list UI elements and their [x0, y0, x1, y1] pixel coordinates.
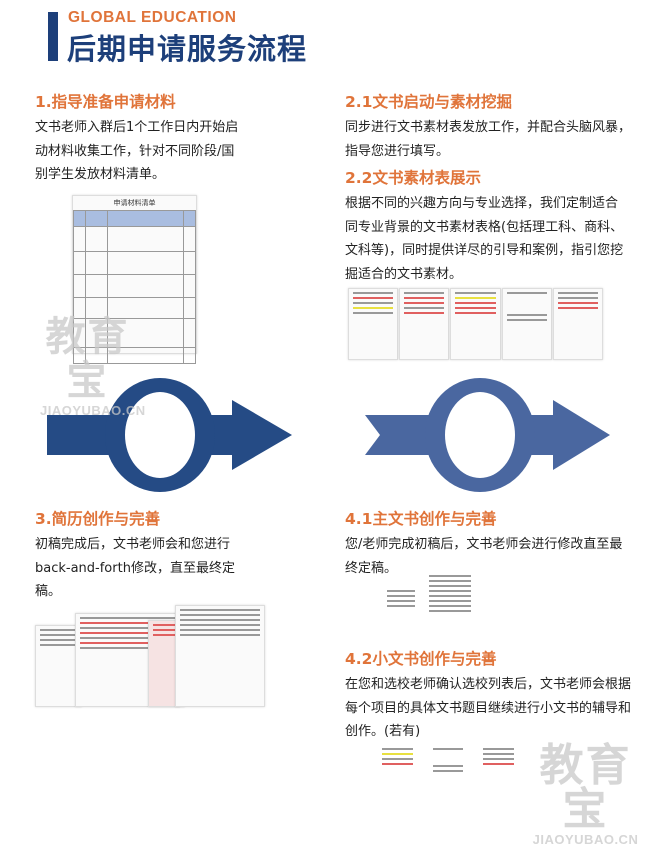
- watermark-logo: 教育宝 JIAOYUBAO.CN: [528, 744, 643, 847]
- document-thumbnail: [348, 288, 399, 360]
- document-thumbnail: [450, 288, 501, 360]
- header-accent-bar: [48, 12, 58, 61]
- document-thumbnail: [399, 288, 450, 360]
- step-2-1: 2.1文书启动与素材挖掘 同步进行文书素材表发放工作，并配合头脑风暴， 指导您进…: [345, 90, 645, 163]
- step-2-2: 2.2文书素材表展示 根据不同的兴趣方向与专业选择，我们定制适合 同专业背景的文…: [345, 166, 645, 286]
- document-thumbnail: [552, 288, 604, 360]
- step-heading: 2.1文书启动与素材挖掘: [345, 93, 512, 111]
- text-line: 文书老师入群后1个工作日内开始启: [35, 120, 239, 135]
- material-list-table: [72, 210, 197, 364]
- text-line: 根据不同的兴趣方向与专业选择，我们定制适合: [345, 196, 619, 211]
- step-heading: 4.2小文书创作与完善: [345, 650, 497, 668]
- text-line: 终定稿。: [345, 560, 398, 576]
- text-line: 动材料收集工作，针对不同阶段/国: [35, 143, 235, 159]
- arrow-circle-icon-right: [365, 378, 610, 492]
- step-4-1: 4.1主文书创作与完善 您/老师完成初稿后，文书老师会进行修改直至最 终定稿。: [345, 507, 645, 580]
- document-thumbnail: [378, 745, 417, 803]
- page-title: 后期申请服务流程: [67, 32, 308, 66]
- step-heading: 1.指导准备申请材料: [35, 93, 176, 111]
- step-1: 1.指导准备申请材料 文书老师入群后1个工作日内开始启 动材料收集工作，针对不同…: [35, 90, 285, 187]
- material-list-image: 申请材料清单: [72, 195, 197, 364]
- step-description: 同步进行文书素材表发放工作，并配合头脑风暴， 指导您进行填写。: [345, 116, 645, 163]
- step-description: 在您和选校老师确认选校列表后，文书老师会根据 每个项目的具体文书题目继续进行小文…: [345, 673, 645, 744]
- text-line: 您/老师完成初稿后，文书老师会进行修改直至最: [345, 537, 623, 552]
- text-line: 创作。(若有): [345, 724, 421, 740]
- text-line: 稿。: [35, 584, 62, 600]
- text-line: 掘适合的文书素材。: [345, 266, 463, 282]
- step-3: 3.简历创作与完善 初稿完成后，文书老师会和您进行 back-and-forth…: [35, 507, 285, 604]
- step-heading: 3.简历创作与完善: [35, 510, 161, 528]
- resume-images: [35, 605, 265, 707]
- text-line: 文科等)，同时提供详尽的引导和案例，指引您挖: [345, 243, 624, 259]
- watermark-text: 教育宝: [45, 314, 130, 404]
- header-subtitle: GLOBAL EDUCATION: [68, 9, 237, 26]
- text-line: 初稿完成后，文书老师会和您进行: [35, 537, 231, 552]
- document-thumbnail: [383, 587, 419, 632]
- text-line: 别学生发放材料清单。: [35, 167, 166, 183]
- step-4-2: 4.2小文书创作与完善 在您和选校老师确认选校列表后，文书老师会根据 每个项目的…: [345, 647, 645, 744]
- document-thumbnail: [175, 605, 265, 707]
- step-description: 初稿完成后，文书老师会和您进行 back-and-forth修改，直至最终定 稿…: [35, 533, 285, 604]
- text-line: 指导您进行填写。: [345, 143, 450, 159]
- document-thumbnail: [501, 288, 552, 360]
- text-line: 每个项目的具体文书题目继续进行小文书的辅导和: [345, 700, 632, 716]
- arrow-circle-icon-left: [47, 378, 292, 492]
- supplemental-essay-images: [378, 745, 518, 803]
- text-line: 在您和选校老师确认选校列表后，文书老师会根据: [345, 677, 632, 692]
- process-arrows: [47, 378, 610, 492]
- step-description: 您/老师完成初稿后，文书老师会进行修改直至最 终定稿。: [345, 533, 645, 580]
- text-line: 同专业背景的文书素材表格(包括理工科、商科、: [345, 219, 624, 235]
- main-essay-images: [383, 572, 478, 638]
- watermark-url: JIAOYUBAO.CN: [532, 832, 639, 847]
- document-thumbnail: [429, 745, 468, 803]
- step-description: 根据不同的兴趣方向与专业选择，我们定制适合 同专业背景的文书素材表格(包括理工科…: [345, 192, 645, 286]
- text-line: 同步进行文书素材表发放工作，并配合头脑风暴，: [345, 120, 632, 135]
- watermark-url: JIAOYUBAO.CN: [40, 403, 146, 418]
- text-line: back-and-forth修改，直至最终定: [35, 560, 235, 576]
- material-list-title: 申请材料清单: [113, 199, 156, 207]
- document-thumbnail: [425, 572, 475, 638]
- watermark-logo: 教育宝 JIAOYUBAO.CN: [40, 314, 146, 418]
- step-description: 文书老师入群后1个工作日内开始启 动材料收集工作，针对不同阶段/国 别学生发放材…: [35, 116, 285, 187]
- step-heading: 2.2文书素材表展示: [345, 169, 481, 187]
- material-form-images: [348, 288, 604, 360]
- step-heading: 4.1主文书创作与完善: [345, 510, 497, 528]
- document-thumbnail: [479, 745, 518, 803]
